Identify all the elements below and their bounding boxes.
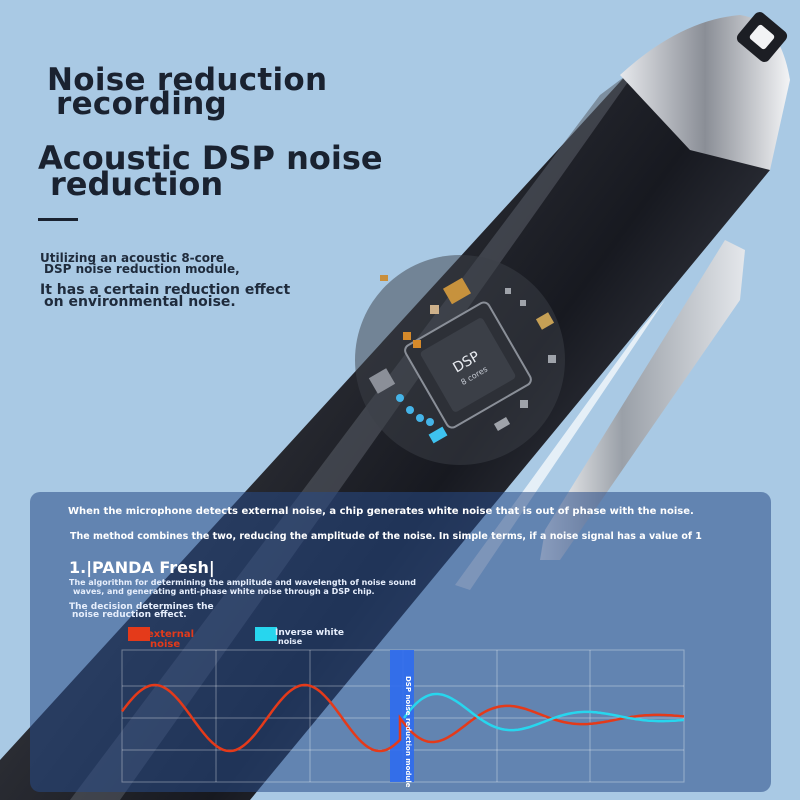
panel-decision-line1: The decision determines the	[69, 602, 214, 612]
external-noise-label-line2: noise	[150, 639, 181, 650]
component	[442, 277, 472, 305]
pen-cap	[620, 15, 790, 170]
component	[535, 312, 555, 330]
headline-line2: recording	[56, 86, 228, 122]
component	[403, 332, 411, 340]
inverse-noise-swatch	[255, 627, 277, 641]
intro-line3: It has a certain reduction effect	[40, 282, 291, 298]
dsp-chip: DSP 8 cores	[404, 301, 532, 429]
panel-decision-line2: noise reduction effect.	[72, 610, 187, 620]
component	[413, 340, 421, 348]
external-noise-swatch	[128, 627, 150, 641]
intro-line1: Utilizing an acoustic 8-core	[40, 251, 225, 265]
panel-desc-line2: waves, and generating anti-phase white n…	[73, 587, 375, 596]
headline-line1: Noise reduction	[47, 62, 328, 98]
external-noise-wave	[121, 683, 685, 753]
component	[428, 426, 448, 444]
inverse-noise-label-line2: noise	[278, 637, 303, 646]
dsp-module-bar	[390, 650, 414, 782]
panel-line1: When the microphone detects external noi…	[68, 506, 694, 517]
intro-line2: DSP noise reduction module,	[44, 262, 240, 276]
component	[430, 305, 439, 314]
dsp-module-label: DSP noise reduction module	[404, 676, 412, 788]
subheadline-line1: Acoustic DSP noise	[38, 139, 383, 177]
inverse-noise-wave	[402, 692, 685, 732]
intro-line4: on environmental noise.	[44, 294, 236, 310]
subheadline-line2: reduction	[50, 165, 224, 203]
title-divider	[38, 218, 78, 221]
panel-desc-line1: The algorithm for determining the amplit…	[69, 578, 416, 587]
component	[368, 368, 396, 394]
pen-clip	[540, 240, 745, 560]
external-noise-label-line1: external	[147, 629, 195, 640]
panel-line2: The method combines the two, reducing th…	[70, 531, 702, 542]
panel-title: 1.|PANDA Fresh|	[69, 558, 215, 577]
inverse-noise-label-line1: Inverse white	[275, 628, 344, 638]
